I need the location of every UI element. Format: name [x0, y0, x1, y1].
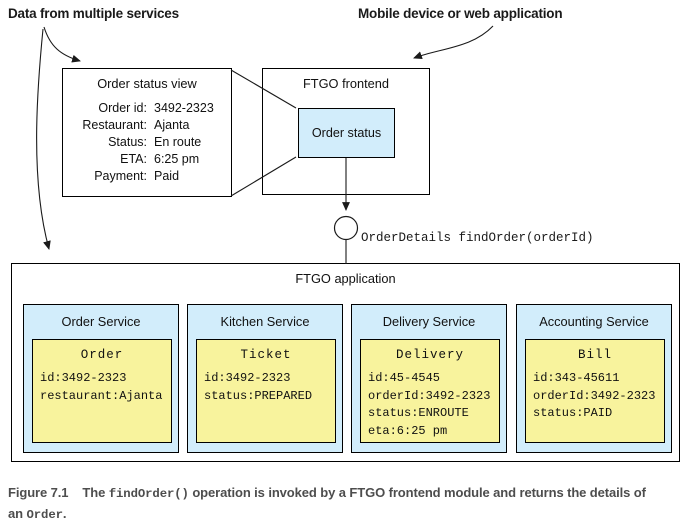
- record-lines: id:45-4545 orderId:3492-2323 status:ENRO…: [361, 370, 499, 440]
- record-lines: id:3492-2323 status:PREPARED: [197, 370, 335, 405]
- record-line: orderId:3492-2323: [368, 388, 491, 403]
- order-status-view-title: Order status view: [97, 76, 197, 91]
- caption-code-order: Order: [26, 508, 63, 522]
- figure-number: Figure 7.1: [8, 485, 69, 500]
- record-lines: id:3492-2323 restaurant:Ajanta: [33, 370, 171, 405]
- field-label: Order id:: [98, 101, 147, 115]
- record-line: id:343-45611: [533, 371, 620, 385]
- arrow-data-to-view: [43, 26, 81, 63]
- caption-text: The: [82, 485, 109, 500]
- field-label: Status:: [108, 135, 147, 149]
- ftgo-application-box: FTGO application Order Service Order id:…: [11, 263, 680, 462]
- field-label: Restaurant:: [82, 118, 147, 132]
- service-box-order: Order Service Order id:3492-2323 restaur…: [23, 304, 179, 453]
- service-box-accounting: Accounting Service Bill id:343-45611 ord…: [516, 304, 672, 453]
- record-line: status:ENROUTE: [368, 406, 469, 420]
- record-line: id:3492-2323: [40, 371, 127, 385]
- record-title: Ticket: [240, 348, 292, 362]
- annotation-client: Mobile device or web application: [358, 6, 563, 21]
- field-value: 6:25 pm: [154, 152, 200, 166]
- field-value: 3492-2323: [154, 101, 214, 115]
- service-title: Kitchen Service: [220, 314, 310, 329]
- ftgo-frontend-box: FTGO frontend Order status: [262, 68, 430, 195]
- interface-lollipop: [333, 215, 359, 241]
- record-line: status:PAID: [533, 406, 613, 420]
- annotation-data-sources: Data from multiple services: [8, 6, 179, 21]
- field-value: En route: [154, 135, 202, 149]
- record-line: status:PREPARED: [204, 388, 313, 403]
- order-status-view-fields: Order id: 3492-2323 Restaurant: Ajanta S…: [63, 100, 231, 185]
- record-box-ticket: Ticket id:3492-2323 status:PREPARED: [196, 339, 336, 443]
- record-title: Delivery: [395, 348, 464, 362]
- service-title: Accounting Service: [539, 314, 649, 329]
- service-title: Delivery Service: [382, 314, 476, 329]
- record-lines: id:343-45611 orderId:3492-2323 status:PA…: [526, 370, 664, 423]
- order-status-module: Order status: [298, 108, 395, 158]
- field-value: Paid: [154, 169, 180, 183]
- record-line: id:45-4545: [368, 371, 441, 385]
- record-line: eta:6:25 pm: [368, 423, 448, 438]
- arrow-data-to-application: [36, 28, 51, 250]
- service-box-kitchen: Kitchen Service Ticket id:3492-2323 stat…: [187, 304, 343, 453]
- record-box-delivery: Delivery id:45-4545 orderId:3492-2323 st…: [360, 339, 500, 443]
- ftgo-frontend-title: FTGO frontend: [302, 76, 390, 91]
- caption-text: .: [62, 506, 67, 521]
- order-status-view-box: Order status view Order id: 3492-2323 Re…: [62, 68, 232, 197]
- record-box-order: Order id:3492-2323 restaurant:Ajanta: [32, 339, 172, 443]
- figure-caption: Figure 7.1 The findOrder() operation is i…: [8, 483, 658, 525]
- record-line: orderId:3492-2323: [533, 388, 656, 403]
- caption-code-find-order: findOrder(): [108, 487, 189, 501]
- caption-text: operation is invoked by a FTGO frontend …: [8, 485, 646, 521]
- field-label: ETA:: [120, 152, 147, 166]
- ftgo-application-title: FTGO application: [295, 271, 396, 286]
- record-line: id:3492-2323: [204, 371, 291, 385]
- record-title: Order: [80, 348, 124, 362]
- arrow-client-to-frontend: [413, 25, 494, 59]
- find-order-operation-label: OrderDetails findOrder(orderId): [361, 231, 594, 245]
- service-title: Order Service: [61, 314, 141, 329]
- field-label: Payment:: [94, 169, 147, 183]
- service-box-delivery: Delivery Service Delivery id:45-4545 ord…: [351, 304, 507, 453]
- field-value: Ajanta: [154, 118, 190, 132]
- record-line: restaurant:Ajanta: [40, 388, 163, 403]
- record-title: Bill: [577, 348, 612, 362]
- record-box-bill: Bill id:343-45611 orderId:3492-2323 stat…: [525, 339, 665, 443]
